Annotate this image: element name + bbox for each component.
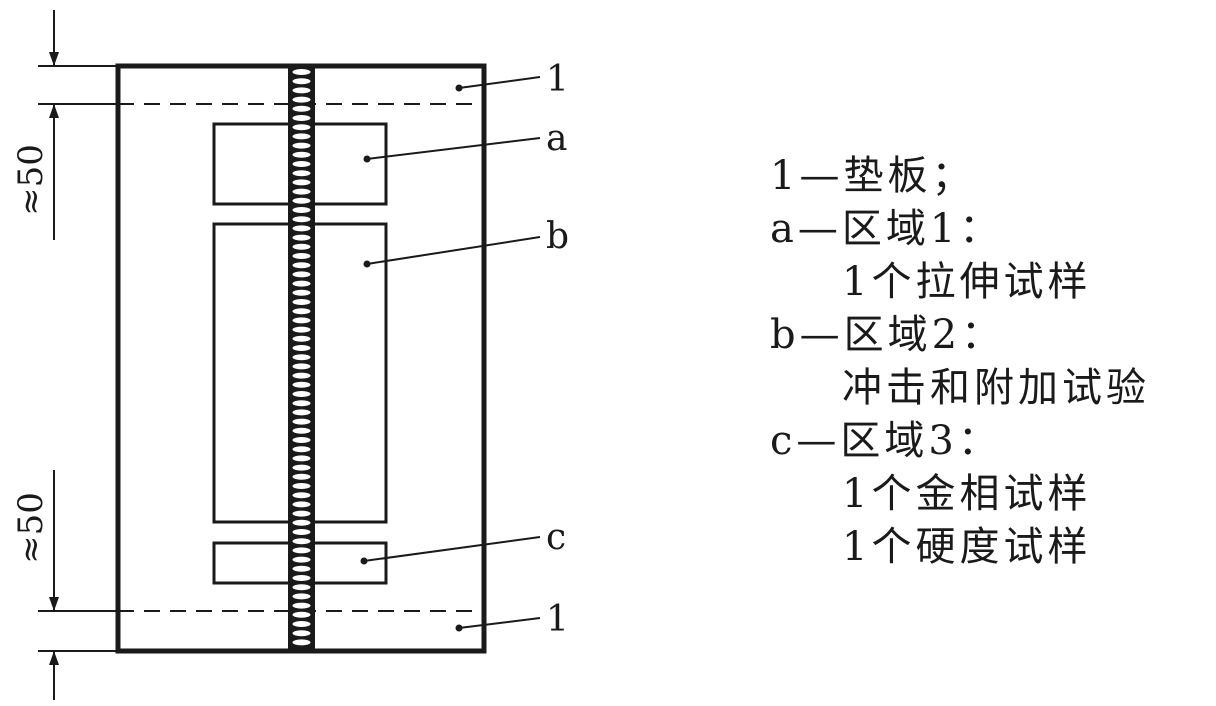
weld-bead [292, 556, 311, 563]
weld-bead [292, 529, 311, 535]
weld-bead [292, 363, 311, 370]
weld-seam [288, 66, 315, 651]
weld-bead [292, 455, 311, 462]
legend-line: a—区域1： [770, 206, 1004, 252]
weld-bead [292, 78, 311, 85]
specimen-layout-diagram: 1 a b c 1 ≈50 ≈50 [11, 10, 569, 700]
weld-bead [292, 207, 311, 213]
weld-bead [292, 391, 311, 397]
weld-bead [292, 464, 311, 471]
legend-line: 1—垫板； [770, 153, 976, 199]
callout-top-1: 1 [546, 59, 569, 100]
weld-bead [292, 151, 311, 158]
weld-bead [292, 354, 311, 361]
weld-bead [292, 216, 311, 223]
weld-bead [292, 510, 311, 517]
weld-bead [292, 611, 311, 618]
weld-bead [292, 621, 311, 627]
weld-bead [292, 538, 311, 545]
weld-bead [292, 299, 311, 305]
weld-bead [292, 565, 311, 572]
weld-bead [292, 492, 311, 499]
leader-a [363, 137, 541, 163]
weld-bead [292, 308, 311, 315]
weld-bead [292, 188, 311, 195]
legend-line: b—区域2： [770, 312, 1006, 358]
weld-bead [292, 630, 311, 637]
weld-bead [292, 381, 311, 388]
weld-bead [292, 289, 311, 296]
dimension-top: ≈50 [11, 144, 51, 216]
leader-bottom-1 [455, 617, 541, 632]
weld-bead [292, 409, 311, 416]
weld-bead [292, 345, 311, 351]
weld-bead [292, 483, 311, 489]
weld-bead [292, 639, 311, 646]
weld-bead [292, 400, 311, 407]
leader-top-1 [455, 76, 541, 92]
weld-bead [292, 575, 311, 581]
weld-bead [292, 418, 311, 425]
weld-bead [292, 170, 311, 177]
weld-bead [292, 115, 311, 121]
weld-bead [292, 437, 311, 443]
weld-bead [292, 593, 311, 600]
weld-bead [292, 179, 311, 186]
legend: 1—垫板； a—区域1： 1个拉伸试样 b—区域2： 冲击和附加试验 c—区域3… [770, 150, 1150, 574]
weld-bead [292, 501, 311, 508]
weld-bead [292, 280, 311, 287]
weld-bead [292, 105, 311, 112]
callout-b: b [546, 216, 569, 257]
weld-bead [292, 519, 311, 526]
weld-bead [292, 253, 311, 259]
weld-bead [292, 427, 311, 434]
weld-bead [292, 133, 311, 140]
legend-line: 冲击和附加试验 [842, 365, 1150, 411]
legend-line: 1个金相试样 [842, 471, 1092, 517]
callout-a: a [546, 118, 567, 159]
leader-c [360, 536, 541, 565]
weld-bead [292, 197, 311, 204]
weld-bead [292, 262, 311, 269]
weld-bead [292, 69, 311, 75]
dimension-lines [38, 10, 118, 700]
weld-bead [292, 271, 311, 278]
legend-line: 1个硬度试样 [842, 524, 1092, 570]
weld-bead [292, 446, 311, 453]
legend-line: c—区域3： [770, 418, 1002, 464]
legend-line: 1个拉伸试样 [842, 259, 1092, 305]
weld-bead [292, 243, 311, 250]
weld-bead [292, 326, 311, 333]
callout-bottom-1: 1 [546, 599, 569, 640]
callout-c: c [546, 517, 566, 558]
weld-bead [292, 234, 311, 241]
weld-bead [292, 161, 311, 167]
weld-bead [292, 96, 311, 103]
weld-bead [292, 372, 311, 379]
weld-bead [292, 547, 311, 554]
weld-bead [292, 225, 311, 232]
leader-b [363, 236, 541, 268]
weld-bead [292, 124, 311, 131]
weld-bead [292, 473, 311, 480]
weld-bead [292, 317, 311, 324]
weld-bead [292, 584, 311, 591]
weld-bead [292, 335, 311, 342]
weld-bead [292, 87, 311, 94]
dimension-bottom: ≈50 [11, 492, 51, 564]
weld-bead [292, 142, 311, 149]
weld-bead [292, 602, 311, 609]
